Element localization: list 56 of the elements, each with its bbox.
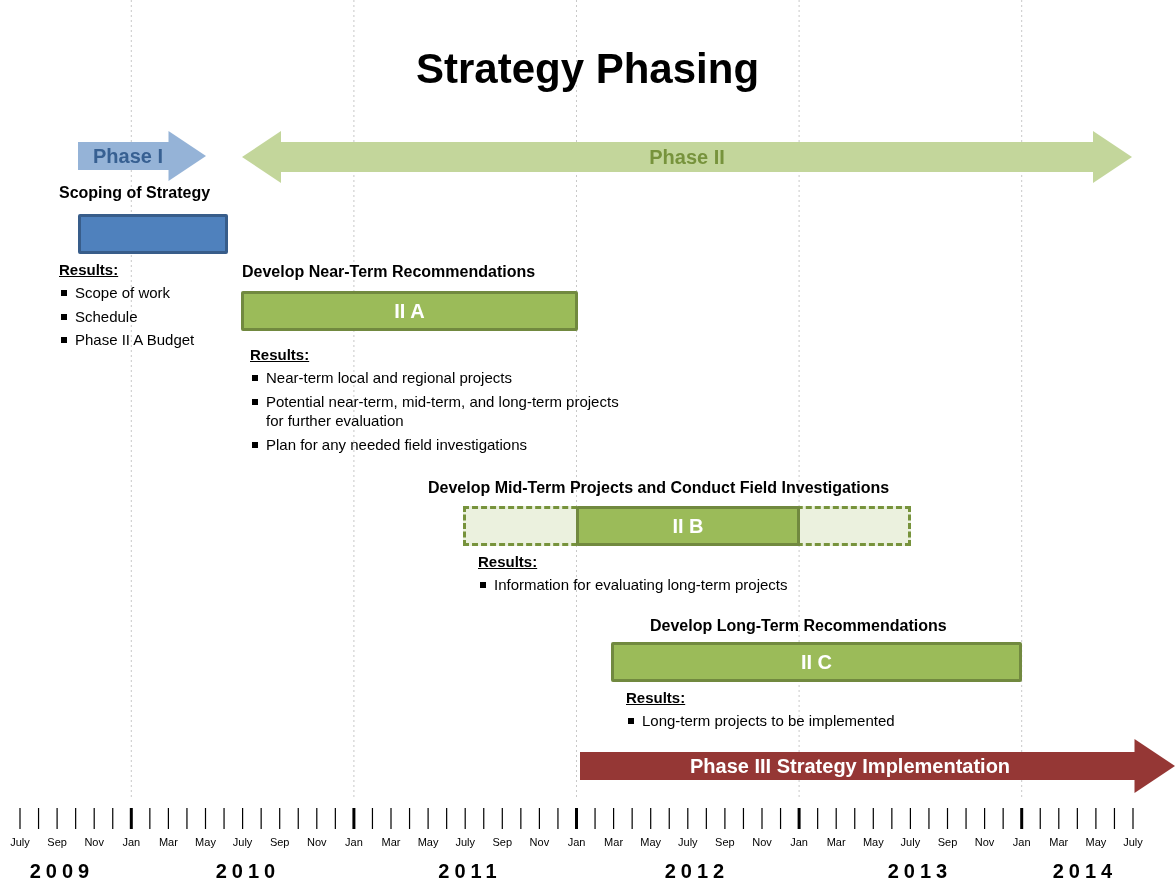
month-label: May	[417, 836, 439, 848]
month-label: May	[1085, 836, 1107, 848]
month-label: Nov	[529, 836, 550, 848]
month-label: Jan	[1012, 836, 1031, 848]
month-label: Jan	[790, 836, 808, 848]
month-label: Nov	[974, 836, 995, 848]
month-label: Nov	[752, 836, 772, 848]
result-item: Near-term local and regional projects	[250, 368, 635, 388]
month-label: July	[232, 836, 253, 848]
result-item: Information for evaluating long-term projects	[478, 575, 898, 595]
year-label: 2012	[664, 860, 730, 883]
month-label: July	[1123, 836, 1143, 848]
month-label: Mar	[604, 836, 624, 848]
task-bar: II B	[576, 506, 800, 546]
year-label: 2010	[215, 860, 281, 883]
month-label: Mar	[826, 836, 846, 848]
task-title: Scoping of Strategy	[59, 183, 211, 203]
result-item: Long-term projects to be implemented	[626, 711, 1026, 731]
year-label: 2009	[29, 860, 95, 883]
month-label: Mar	[1049, 836, 1069, 848]
month-label: Sep	[492, 836, 513, 848]
year-label: 2013	[887, 860, 953, 883]
month-label: Sep	[47, 836, 67, 848]
diagram-title: Strategy Phasing	[414, 46, 761, 93]
month-label: May	[195, 836, 216, 848]
month-label: July	[10, 836, 30, 848]
task-title: Develop Near-Term Recommendations	[242, 262, 536, 282]
results-heading: Results:	[59, 261, 119, 279]
phase-label: Phase III Strategy Implementation	[690, 755, 1011, 777]
results-heading: Results:	[478, 553, 538, 571]
task-title: Develop Mid-Term Projects and Conduct Field Investigations	[428, 478, 890, 498]
task-title: Develop Long-Term Recommendations	[650, 616, 947, 636]
month-label: Jan	[345, 836, 363, 848]
phase-label: Phase I	[93, 145, 164, 167]
year-label: 2014	[1052, 860, 1118, 883]
month-label: July	[455, 836, 475, 848]
month-label: July	[900, 836, 921, 848]
month-label: Nov	[307, 836, 327, 848]
month-label: Jan	[122, 836, 141, 848]
task-bar: II C	[611, 642, 1022, 682]
month-label: Mar	[158, 836, 178, 848]
result-item: Plan for any needed field investigations	[250, 434, 635, 454]
month-label: July	[678, 836, 698, 848]
results-heading: Results:	[626, 689, 686, 707]
phase-label: Phase II	[649, 146, 725, 168]
result-item: Potential near-term, mid-term, and long-term projects for further evaluation	[250, 391, 635, 431]
month-label: Jan	[567, 836, 586, 848]
task-bar: II A	[241, 291, 578, 331]
year-label: 2011	[438, 860, 502, 883]
month-label: Mar	[381, 836, 401, 848]
month-label: May	[862, 836, 884, 848]
month-label: Sep	[269, 836, 290, 848]
month-label: Sep	[937, 836, 958, 848]
month-label: May	[640, 836, 662, 848]
month-label: Sep	[715, 836, 735, 848]
month-label: Nov	[84, 836, 104, 848]
